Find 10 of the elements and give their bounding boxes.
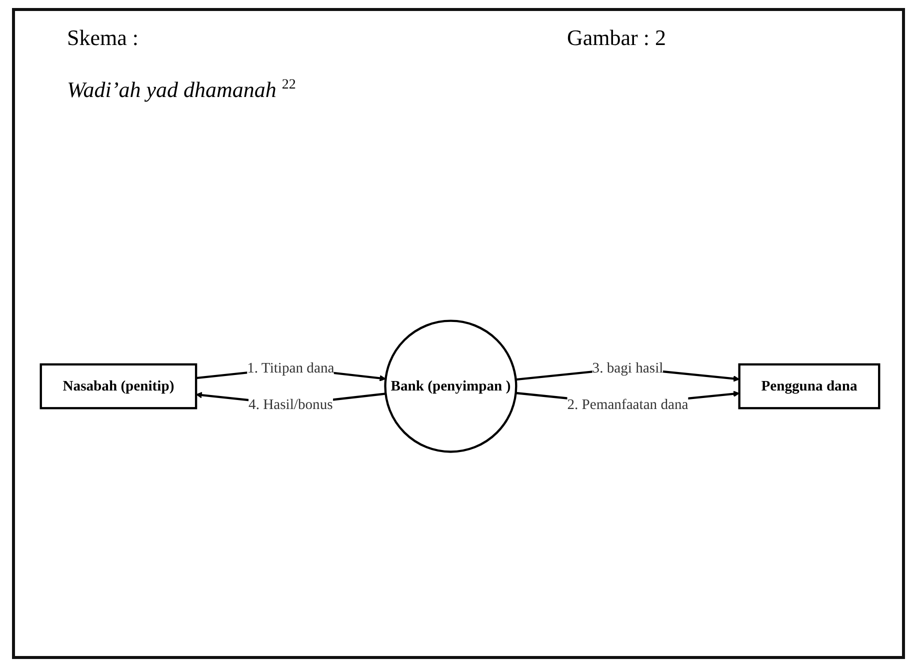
edge-label: 4. Hasil/bonus (248, 396, 333, 412)
diagram-title: Wadi’ah yad dhamanah $^{22}$ (67, 77, 296, 103)
node-circle: Bank (penyimpan ) (384, 319, 518, 453)
caption-text: Gambar : 2 (567, 25, 666, 51)
node-box: Nasabah (penitip) (40, 363, 198, 409)
node-box: Pengguna dana (738, 363, 880, 409)
edge-label: 1. Titipan dana (247, 360, 334, 376)
edge-label: 2. Pemanfaatan dana (567, 396, 688, 412)
edge-label: 3. bagi hasil (592, 360, 664, 376)
caption-text: Skema : (67, 25, 138, 51)
